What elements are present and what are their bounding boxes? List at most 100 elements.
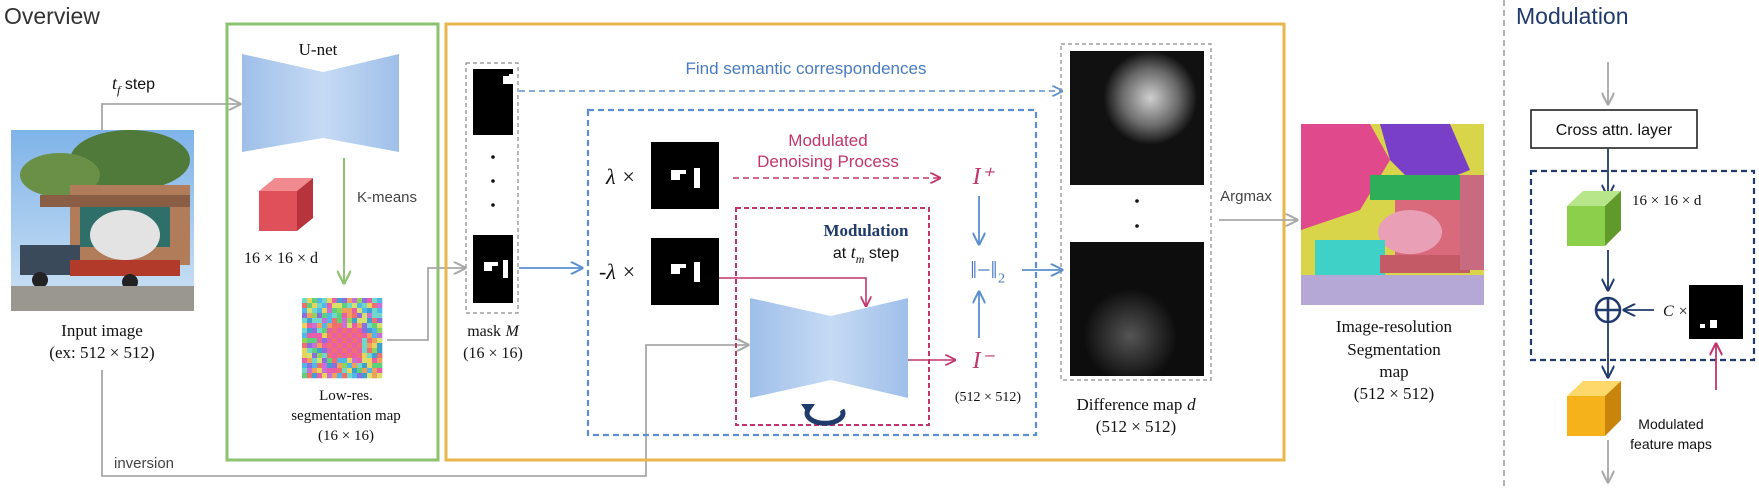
lowres-cell — [342, 368, 348, 374]
lowres-cell — [302, 308, 308, 314]
lowres-cell — [322, 343, 328, 349]
lowres-cell — [367, 343, 373, 349]
lowres-cell — [377, 343, 383, 349]
lowres-cell — [362, 323, 368, 329]
lowres-cell — [337, 328, 343, 334]
lowres-cell — [342, 358, 348, 364]
lowres-cell — [362, 343, 368, 349]
lowres-cell — [302, 343, 308, 349]
lowres-cell — [352, 338, 358, 344]
lowres-cell — [307, 373, 313, 379]
mask-dot-1 — [491, 155, 495, 159]
modulated-denoising-1: Modulated — [788, 131, 867, 150]
lowres-cell — [332, 368, 338, 374]
lowres-cell — [352, 358, 358, 364]
lowres-cell — [342, 348, 348, 354]
lowres-cell — [367, 313, 373, 319]
lowres-cell — [302, 323, 308, 329]
lowres-cell — [362, 363, 368, 369]
lowres-cell — [337, 303, 343, 309]
inversion-label: inversion — [114, 455, 174, 472]
lowres-cell — [372, 343, 378, 349]
lowres-cell — [347, 368, 353, 374]
lowres-cell — [377, 313, 383, 319]
lowres-cell — [312, 333, 318, 339]
modulated-denoising-2: Denoising Process — [757, 152, 899, 171]
lowres-cell — [352, 303, 358, 309]
mod-output-label-1: Modulated — [1638, 416, 1703, 432]
lowres-cell — [327, 333, 333, 339]
lowres-cell — [317, 358, 323, 364]
lowres-cell — [302, 363, 308, 369]
lowres-cell — [347, 373, 353, 379]
lowres-cell — [317, 298, 323, 304]
lowres-cell — [312, 308, 318, 314]
norm-label: ‖−‖₂ — [970, 258, 1005, 284]
lowres-cell — [357, 353, 363, 359]
lowres-cell — [377, 358, 383, 364]
lowres-cell — [322, 303, 328, 309]
loop-arrow-icon — [801, 404, 846, 426]
lowres-cell — [367, 318, 373, 324]
lowres-cell — [317, 338, 323, 344]
i-plus-label: I⁺ — [972, 164, 996, 190]
lowres-cell — [317, 348, 323, 354]
lowres-cell — [352, 323, 358, 329]
lowres-cell — [307, 368, 313, 374]
oplus-icon — [1594, 296, 1622, 324]
lowres-cell — [347, 313, 353, 319]
lowres-cell — [367, 368, 373, 374]
lowres-cell — [302, 333, 308, 339]
lowres-cell — [312, 358, 318, 364]
lowres-cell — [362, 313, 368, 319]
lowres-cell — [327, 338, 333, 344]
lowres-cell — [347, 348, 353, 354]
lowres-cell — [302, 373, 308, 379]
seg-output-size: (512 × 512) — [1354, 384, 1434, 403]
modulation-panel-title: Modulation — [1516, 3, 1629, 29]
lambda-pos-label: λ × — [605, 164, 636, 189]
lowres-cell — [372, 363, 378, 369]
modulation-dashed-box — [1529, 169, 1756, 362]
lowres-cell — [327, 343, 333, 349]
lowres-cell — [337, 343, 343, 349]
lowres-cell — [302, 318, 308, 324]
lowres-cell — [332, 313, 338, 319]
lowres-cell — [352, 313, 358, 319]
lowres-cell — [332, 363, 338, 369]
diff-map-label: Difference map d — [1076, 395, 1196, 414]
lowres-cell — [307, 353, 313, 359]
lowres-cell — [312, 313, 318, 319]
lowres-cell — [372, 323, 378, 329]
lowres-cell — [347, 333, 353, 339]
lowres-cell — [302, 353, 308, 359]
lowres-cell — [322, 308, 328, 314]
lowres-cell — [317, 353, 323, 359]
lowres-cell — [352, 363, 358, 369]
lowres-cell — [322, 373, 328, 379]
lowres-cell — [307, 298, 313, 304]
lowres-cell — [317, 363, 323, 369]
lowres-label-1: Low-res. — [319, 388, 373, 404]
lowres-cell — [352, 348, 358, 354]
lowres-cell — [307, 318, 313, 324]
lowres-cell — [352, 343, 358, 349]
lowres-cell — [322, 338, 328, 344]
lowres-cell — [332, 373, 338, 379]
lowres-cell — [327, 358, 333, 364]
lowres-cell — [362, 333, 368, 339]
lowres-cell — [367, 353, 373, 359]
lowres-cell — [357, 308, 363, 314]
lowres-cell — [317, 303, 323, 309]
lowres-cell — [332, 343, 338, 349]
lowres-cell — [367, 303, 373, 309]
lowres-cell — [347, 303, 353, 309]
lowres-cell — [332, 338, 338, 344]
input-image-size: (ex: 512 × 512) — [49, 343, 154, 362]
lowres-cell — [327, 373, 333, 379]
lowres-cell — [322, 318, 328, 324]
lowres-cell — [327, 348, 333, 354]
lowres-cell — [342, 303, 348, 309]
lowres-cell — [347, 363, 353, 369]
